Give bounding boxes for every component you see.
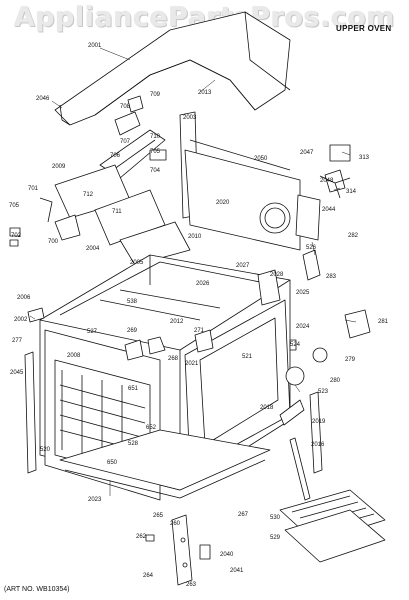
callout-label: 2010 bbox=[188, 234, 202, 240]
callout-label: 2004 bbox=[86, 246, 100, 252]
callout-label: 265 bbox=[153, 513, 164, 519]
callout-label: 521 bbox=[242, 354, 253, 360]
callout-label: 282 bbox=[348, 233, 359, 239]
callout-label: 652 bbox=[146, 425, 157, 431]
callout-label: 704 bbox=[150, 168, 161, 174]
door-hinge-part[interactable] bbox=[145, 514, 211, 586]
callout-label: 2019 bbox=[312, 419, 326, 425]
callout-label: 2046 bbox=[36, 96, 50, 102]
broiler-pan-part[interactable] bbox=[279, 489, 386, 563]
callout-label: 705 bbox=[150, 149, 161, 155]
callout-label: 2026 bbox=[196, 281, 210, 287]
callout-label: 2020 bbox=[216, 200, 230, 206]
callout-label: 267 bbox=[238, 512, 249, 518]
callout-label: 2009 bbox=[52, 164, 66, 170]
callout-label: 2045 bbox=[10, 370, 24, 376]
callout-label: 269 bbox=[127, 328, 138, 334]
callout-label: 2027 bbox=[236, 263, 250, 269]
callout-label: 2002 bbox=[14, 317, 28, 323]
callout-label: 712 bbox=[83, 192, 94, 198]
callout-label: 524 bbox=[290, 342, 301, 348]
callout-label: 2023 bbox=[88, 497, 102, 503]
callout-label: 2028 bbox=[270, 272, 284, 278]
side-panel-part[interactable] bbox=[54, 164, 191, 266]
callout-label: 2047 bbox=[300, 150, 314, 156]
callout-labels: 2001 2046 709 708 2013 2003 710 707 705 … bbox=[9, 43, 389, 588]
callout-label: 702 bbox=[11, 233, 22, 239]
callout-label: 520 bbox=[40, 447, 51, 453]
callout-label: 2021 bbox=[185, 361, 199, 367]
callout-label: 2005 bbox=[130, 260, 144, 266]
sensor-part[interactable] bbox=[9, 197, 81, 247]
callout-label: 2048 bbox=[320, 178, 334, 184]
callout-label: 260 bbox=[170, 521, 181, 527]
callout-label: 2006 bbox=[17, 295, 31, 301]
art-number: (ART NO. WB10354) bbox=[4, 586, 70, 593]
callout-label: 262 bbox=[136, 534, 147, 540]
light-socket-part[interactable] bbox=[285, 309, 371, 386]
trim-strip-part[interactable] bbox=[24, 351, 323, 501]
rear-panel-part[interactable] bbox=[179, 111, 301, 251]
callout-label: 527 bbox=[87, 329, 98, 335]
bracket-part[interactable] bbox=[27, 249, 321, 361]
callout-label: 651 bbox=[128, 386, 139, 392]
top-wrapper-part[interactable] bbox=[54, 11, 291, 126]
callout-label: 2012 bbox=[170, 319, 184, 325]
bottom-pan-part[interactable] bbox=[59, 429, 271, 499]
callout-label: 2025 bbox=[296, 290, 310, 296]
callout-label: 650 bbox=[107, 460, 118, 466]
callout-label: 283 bbox=[326, 274, 337, 280]
callout-label: 2001 bbox=[88, 43, 102, 49]
callout-label: 2044 bbox=[322, 207, 336, 213]
callout-label: 526 bbox=[306, 245, 317, 251]
convection-fan-part[interactable] bbox=[295, 144, 351, 241]
section-title: UPPER OVEN bbox=[336, 24, 392, 33]
callout-label: 529 bbox=[270, 535, 281, 541]
callout-label: 268 bbox=[168, 356, 179, 362]
callout-label: 2008 bbox=[67, 353, 81, 359]
callout-label: 705 bbox=[9, 203, 20, 209]
callout-label: 2013 bbox=[198, 90, 212, 96]
callout-label: 2016 bbox=[311, 442, 325, 448]
callout-label: 528 bbox=[128, 441, 139, 447]
callout-label: 701 bbox=[28, 186, 39, 192]
callout-label: 710 bbox=[150, 134, 161, 140]
callout-label: 313 bbox=[359, 155, 370, 161]
callout-label: 706 bbox=[110, 153, 121, 159]
callout-label: 2024 bbox=[296, 324, 310, 330]
callout-label: 2041 bbox=[230, 568, 244, 574]
callout-label: 277 bbox=[12, 338, 23, 344]
callout-label: 2040 bbox=[220, 552, 234, 558]
callout-label: 314 bbox=[346, 189, 357, 195]
callout-label: 2050 bbox=[254, 156, 268, 162]
callout-label: 708 bbox=[120, 104, 131, 110]
callout-label: 538 bbox=[127, 299, 138, 305]
callout-label: 281 bbox=[378, 319, 389, 325]
callout-label: 264 bbox=[143, 573, 154, 579]
callout-label: 2018 bbox=[260, 405, 274, 411]
callout-label: 711 bbox=[112, 209, 122, 215]
callout-label: 2003 bbox=[183, 115, 197, 121]
callout-label: 523 bbox=[318, 389, 329, 395]
callout-label: 271 bbox=[194, 328, 205, 334]
callout-label: 709 bbox=[150, 92, 161, 98]
callout-label: 280 bbox=[330, 378, 341, 384]
callout-label: 279 bbox=[345, 357, 356, 363]
callout-label: 707 bbox=[120, 139, 131, 145]
callout-label: 263 bbox=[186, 582, 197, 588]
callout-label: 700 bbox=[48, 239, 59, 245]
callout-label: 530 bbox=[270, 515, 281, 521]
leader-lines bbox=[29, 47, 357, 496]
